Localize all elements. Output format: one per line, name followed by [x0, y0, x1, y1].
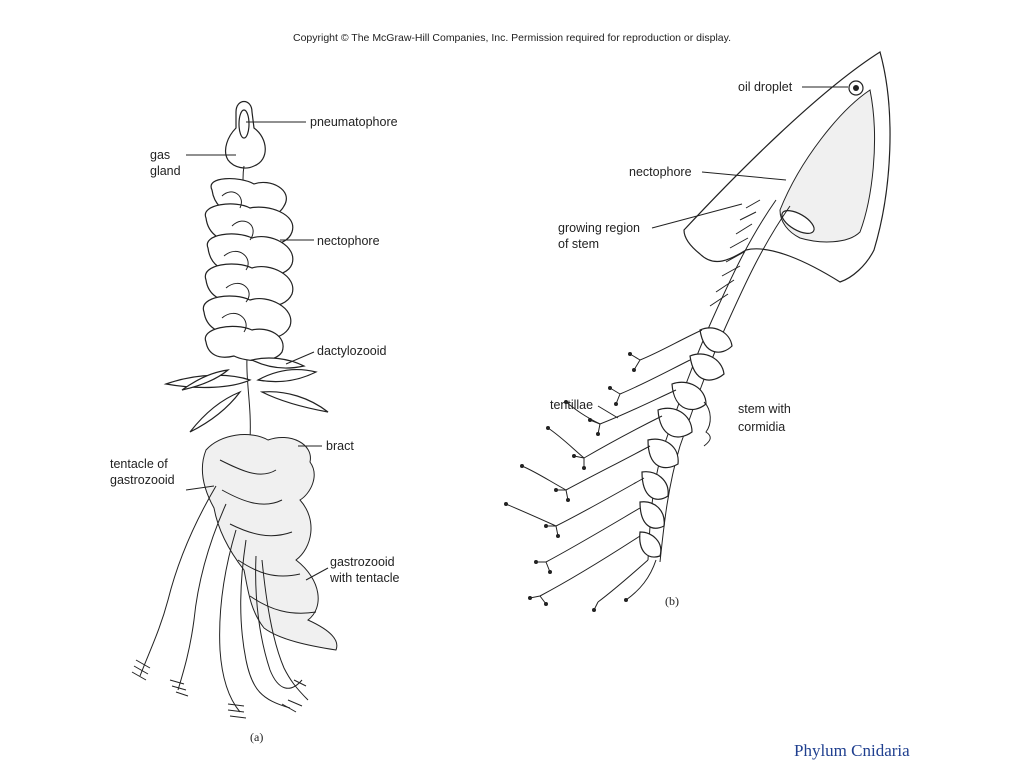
label-gland: gland [150, 164, 181, 178]
label-gastrozooid-a: gastrozooid [110, 473, 175, 487]
label-of-stem: of stem [558, 237, 599, 251]
label-nectophore-a: nectophore [317, 234, 380, 248]
panel-label-b: (b) [665, 594, 679, 608]
figure-b-drawing [504, 52, 890, 612]
footer-title: Phylum Cnidaria [794, 741, 910, 761]
label-cormidia: cormidia [738, 420, 785, 434]
label-with-tentacle: with tentacle [329, 571, 400, 585]
label-gastrozooid: gastrozooid [330, 555, 395, 569]
label-bract: bract [326, 439, 354, 453]
label-stem-with: stem with [738, 402, 791, 416]
label-gas: gas [150, 148, 170, 162]
panel-label-a: (a) [250, 730, 263, 744]
label-growing-region: growing region [558, 221, 640, 235]
label-nectophore-b: nectophore [629, 165, 692, 179]
label-dactylozooid: dactylozooid [317, 344, 387, 358]
figure-a-drawing [132, 102, 337, 719]
label-pneumatophore: pneumatophore [310, 115, 398, 129]
label-tentillae: tentillae [550, 398, 593, 412]
label-oil-droplet: oil droplet [738, 80, 793, 94]
label-tentacle-of: tentacle of [110, 457, 168, 471]
